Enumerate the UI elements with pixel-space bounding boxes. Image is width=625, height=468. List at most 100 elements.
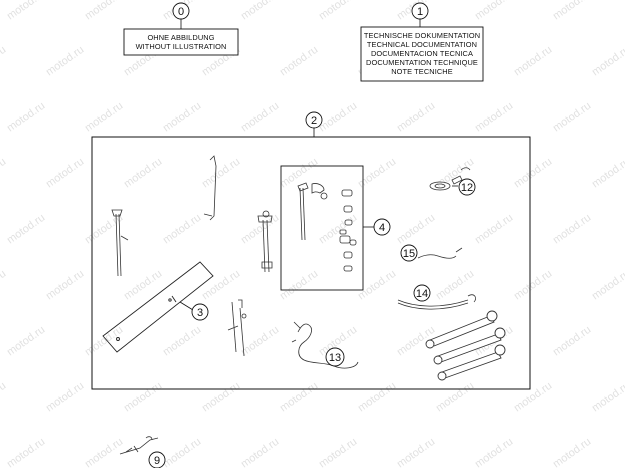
callout-14-label: 14 — [416, 288, 428, 300]
watermark-text: motod.ru — [161, 212, 203, 247]
watermark-text: motod.ru — [44, 44, 86, 79]
clip-parts — [429, 167, 471, 191]
no-illustration-line1: OHNE ABBILDUNG — [147, 33, 214, 42]
watermark-text: motod.ru — [5, 212, 47, 247]
watermark-text: motod.ru — [44, 268, 86, 303]
watermark-text: motod.ru — [200, 268, 242, 303]
watermark-text: motod.ru — [5, 324, 47, 359]
tool-pouch — [102, 261, 214, 353]
watermark-text: motod.ru — [395, 100, 437, 135]
watermark-text: motod.ru — [5, 100, 47, 135]
watermark-text: motod.ru — [0, 156, 8, 191]
callout-1-label: 1 — [417, 6, 423, 18]
loose-small-part — [119, 436, 159, 455]
watermark-text: motod.ru — [239, 100, 281, 135]
watermark-text: motod.ru — [317, 436, 359, 468]
callout-4-label: 4 — [379, 222, 385, 234]
watermark-text: motod.ru — [239, 324, 281, 359]
socket-set-frame — [280, 165, 364, 291]
watermark-text: motod.ru — [473, 212, 515, 247]
toolkit-frame — [91, 136, 531, 390]
watermark-text: motod.ru — [83, 324, 125, 359]
callout-1-group: 1 TECHNISCHE DOKUMENTATION TECHNICAL DOC… — [360, 2, 484, 82]
watermark-text: motod.ru — [239, 0, 281, 22]
watermark-text: motod.ru — [200, 380, 242, 415]
watermark-text: motod.ru — [590, 44, 625, 79]
watermark-text: motod.ru — [83, 436, 125, 468]
ratchet-handle — [297, 182, 328, 241]
tool-pouch-group — [102, 261, 214, 353]
documentation-line4: DOCUMENTATION TECHNIQUE — [366, 58, 478, 67]
small-lever-part — [417, 247, 463, 259]
watermark-text: motod.ru — [473, 0, 515, 22]
t-handle-wrench — [257, 210, 273, 273]
combination-wrenches — [425, 310, 506, 381]
watermark-text: motod.ru — [44, 380, 86, 415]
watermark-text: motod.ru — [512, 380, 554, 415]
callout-13-circle — [325, 347, 345, 367]
documentation-line1: TECHNISCHE DOKUMENTATION — [364, 31, 480, 40]
watermark-text: motod.ru — [278, 44, 320, 79]
callout-13-label: 13 — [329, 352, 341, 364]
watermark-text: motod.ru — [83, 100, 125, 135]
documentation-line2: TECHNICAL DOCUMENTATION — [367, 40, 477, 49]
watermark-text: motod.ru — [551, 436, 593, 468]
watermark-text: motod.ru — [356, 380, 398, 415]
callout-12-circle — [458, 178, 476, 196]
watermark-text: motod.ru — [161, 324, 203, 359]
callout-2-group: 2 — [91, 111, 531, 390]
watermark-text: motod.ru — [434, 268, 476, 303]
spanner-tool — [397, 294, 476, 310]
watermark-text: motod.ru — [512, 268, 554, 303]
callout-3-label: 3 — [197, 307, 203, 319]
watermark-text: motod.ru — [473, 436, 515, 468]
watermark-text: motod.ru — [590, 380, 625, 415]
watermark-text: motod.ru — [200, 156, 242, 191]
documentation-line3: DOCUMENTACION TECNICA — [371, 49, 473, 58]
callout-14-circle — [413, 284, 431, 302]
watermark-text: motod.ru — [317, 100, 359, 135]
watermark-text: motod.ru — [0, 380, 8, 415]
watermark-text: motod.ru — [83, 0, 125, 22]
callout-3-leader — [179, 301, 194, 311]
callout-3-circle — [191, 303, 209, 321]
watermark-text: motod.ru — [44, 156, 86, 191]
documentation-line5: NOTE TECNICHE — [391, 67, 453, 76]
no-illustration-box — [123, 28, 239, 56]
callout-15-label: 15 — [403, 248, 415, 260]
long-screwdriver — [111, 209, 129, 277]
callout-12-label: 12 — [461, 182, 473, 194]
watermark-text: motod.ru — [317, 0, 359, 22]
watermark-text: motod.ru — [551, 324, 593, 359]
watermark-text: motod.ru — [0, 44, 8, 79]
watermark-text: motod.ru — [590, 268, 625, 303]
cable-tool — [291, 321, 359, 369]
hex-key-set — [227, 299, 247, 357]
watermark-text: motod.ru — [122, 380, 164, 415]
watermark-text: motod.ru — [395, 436, 437, 468]
watermark-text: motod.ru — [5, 0, 47, 22]
callout-4-circle — [373, 218, 391, 236]
watermark-text: motod.ru — [239, 212, 281, 247]
callout-15-circle — [400, 244, 418, 262]
watermark-text: motod.ru — [161, 100, 203, 135]
watermark-text: motod.ru — [512, 156, 554, 191]
watermark-text: motod.ru — [356, 156, 398, 191]
watermark-text: motod.ru — [434, 380, 476, 415]
callout-0-group: 0 OHNE ABBILDUNG WITHOUT ILLUSTRATION — [123, 2, 239, 56]
callout-2-label: 2 — [311, 115, 317, 127]
watermark-text: motod.ru — [512, 44, 554, 79]
callout-9-circle — [148, 451, 166, 468]
watermark-text: motod.ru — [278, 268, 320, 303]
no-illustration-line2: WITHOUT ILLUSTRATION — [136, 42, 227, 51]
watermark-text: motod.ru — [551, 0, 593, 22]
watermark-text: motod.ru — [278, 380, 320, 415]
watermark-text: motod.ru — [239, 436, 281, 468]
watermark-text: motod.ru — [590, 156, 625, 191]
callout-9-label: 9 — [154, 455, 160, 467]
watermark-text: motod.ru — [5, 436, 47, 468]
watermark-text: motod.ru — [473, 100, 515, 135]
watermark-text: motod.ru — [551, 212, 593, 247]
